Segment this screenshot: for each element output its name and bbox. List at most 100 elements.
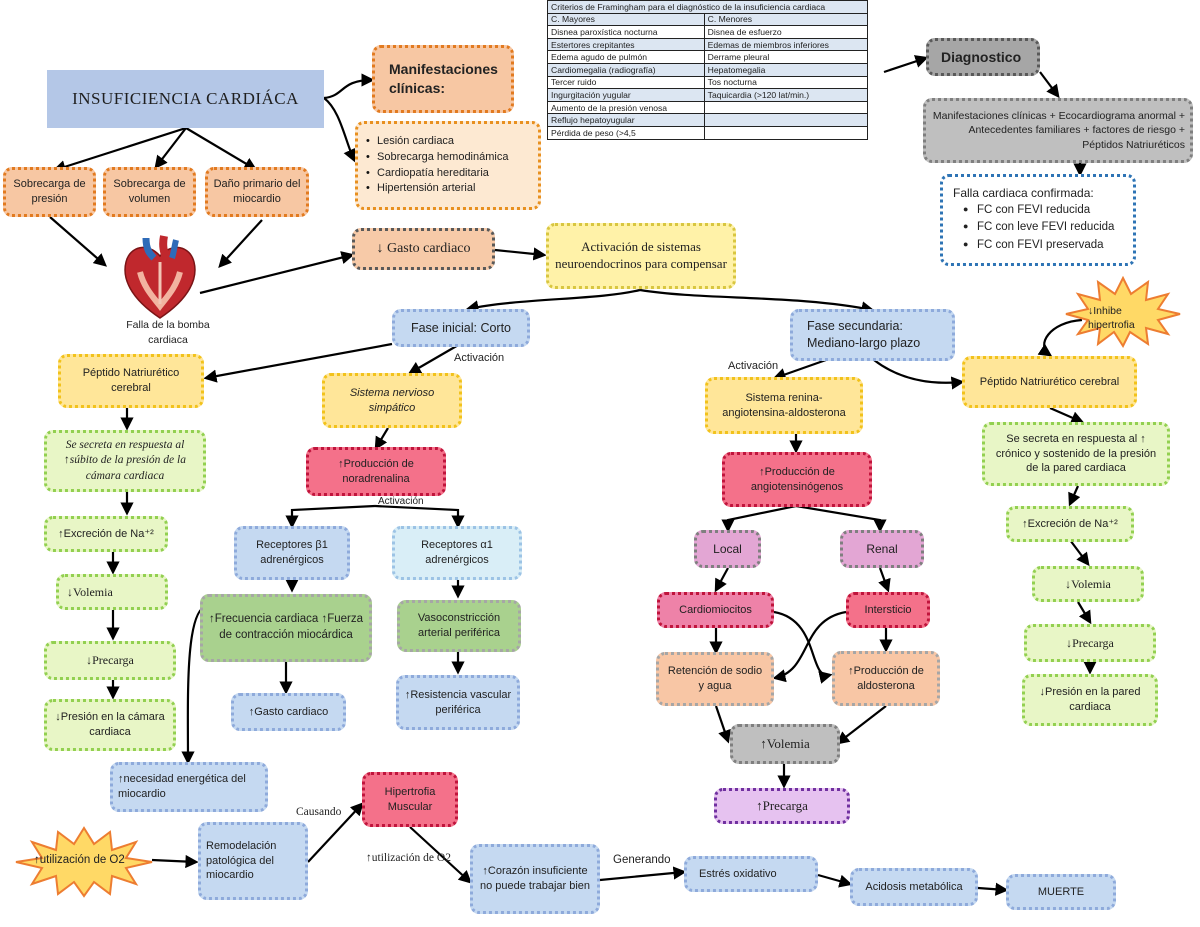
arrow-nora-alfa — [374, 504, 465, 529]
arrow-title-cause1 — [52, 126, 187, 174]
secreta-left: Se secreta en respuesta al ↑súbito de la… — [44, 430, 206, 492]
table-cell: Edemas de miembros inferiores — [703, 37, 869, 52]
table-cell — [703, 100, 869, 115]
manifest-item: Cardiopatía hereditaria — [366, 166, 508, 182]
table-cell: Reflujo hepatoyugular — [547, 113, 705, 127]
utilizacion2-label: ↑utilización de O2 — [366, 852, 451, 864]
excrecion-left: ↑Excreción de Na⁺² — [44, 516, 168, 552]
arrow-cause3-heart — [218, 219, 263, 268]
intersticio-box: Intersticio — [846, 592, 930, 628]
arrow-gasto-activacion — [494, 247, 547, 261]
fase-secundaria-box: Fase secundaria: Mediano-largo plazo — [790, 309, 955, 361]
arrow-estres-acidosis — [817, 873, 853, 888]
arrow-title-lesion — [323, 97, 356, 163]
secreta-right: Se secreta en respuesta al ↑ crónico y s… — [982, 422, 1170, 486]
inhibe-star — [1064, 275, 1182, 349]
activacion-label-snc: Activación — [378, 496, 424, 507]
falla-confirmada-box: Falla cardiaca confirmada: FC con FEVI r… — [940, 174, 1136, 266]
arrow-fram-diag — [883, 55, 929, 74]
confirm-item: FC con FEVI reducida — [963, 202, 1129, 219]
arrow-r2 — [1068, 485, 1081, 507]
renal-box: Renal — [840, 530, 924, 568]
volemia-right: ↓Volemia — [1032, 566, 1144, 602]
arrow-nora-beta — [285, 504, 376, 529]
framingham-table: Criterios de Framingham para el diagnóst… — [547, 0, 869, 140]
precarga-raas-box: ↑Precarga — [714, 788, 850, 824]
table-cell — [703, 113, 869, 127]
raas-box: Sistema renina-angiotensina-aldosterona — [705, 377, 863, 434]
precarga-right: ↓Precarga — [1024, 624, 1156, 662]
table-cell: Tercer ruido — [547, 75, 705, 90]
gasto-cardiaco-box: ↓ Gasto cardiaco — [352, 228, 495, 270]
vasoconstriccion-box: Vasoconstricción arterial periférica — [397, 600, 521, 652]
table-cell: Pérdida de peso (>4,5 — [547, 125, 705, 140]
arrow-fase2-peptidoR — [873, 359, 965, 390]
arrow-diag-criteria — [1039, 71, 1060, 99]
causando-label: Causando — [296, 806, 342, 818]
retencion-box: Retención de sodio y agua — [656, 652, 774, 706]
confirm-item: FC con FEVI preservada — [963, 237, 1129, 254]
arrow-heart-gasto — [199, 251, 355, 295]
table-cell: Disnea de esfuerzo — [703, 25, 869, 39]
manifest-item: Lesión cardiaca — [366, 134, 508, 150]
table-cell: Estertores crepitantes — [547, 37, 705, 52]
arrow-title-cause3 — [185, 127, 258, 171]
angiotensinogeno-box: ↑Producción de angiotensinógenos — [722, 452, 872, 507]
arrow-title-manifest — [323, 73, 375, 100]
table-cell: Derrame pleural — [703, 50, 869, 64]
fase-inicial-box: Fase inicial: Corto — [392, 309, 530, 347]
activacion-label: Activación — [454, 352, 505, 364]
aldosterona-box: ↑Producción de aldosterona — [832, 651, 940, 706]
hipertrofia-box: Hipertrofia Muscular — [362, 772, 458, 827]
presion-right: ↓Presión en la pared cardiaca — [1022, 674, 1158, 726]
diagnostico-criteria: Manifestaciones clínicas + Ecocardiogram… — [923, 98, 1193, 163]
table-cell: Tos nocturna — [703, 75, 869, 90]
volemia-raas-box: ↑Volemia — [730, 724, 840, 764]
arrow-fase2-raas — [772, 358, 827, 381]
confirm-item: FC con leve FEVI reducida — [963, 219, 1129, 236]
peptido-left: Péptido Natriurético cerebral — [58, 354, 204, 408]
activacion-label-raas: Activación — [728, 360, 779, 372]
arrow-activacion-fase1 — [465, 288, 641, 314]
volemia-left: ↓Volemia — [56, 574, 168, 610]
estres-box: Estrés oxidativo — [684, 856, 818, 892]
cardiomiocitos-box: Cardiomiocitos — [657, 592, 774, 628]
arrow-r3 — [1069, 539, 1090, 567]
table-cell: Aumento de la presión venosa — [547, 100, 705, 115]
framingham-caption: Criterios de Framingham para el diagnóst… — [547, 0, 868, 14]
gasto-up-box: ↑Gasto cardiaco — [231, 693, 346, 731]
arrow-r4 — [1077, 601, 1092, 625]
arrow-snc-nora — [374, 427, 389, 451]
arrow-title-cause2 — [154, 127, 187, 170]
acidosis-box: Acidosis metabólica — [850, 868, 978, 906]
arrow-fase1-snc — [407, 343, 461, 375]
cause-myocardial-damage: Daño primario del miocardio — [205, 167, 309, 217]
frecuencia-box: ↑Frecuencia cardiaca ↑Fuerza de contracc… — [200, 594, 372, 662]
arrow-utiliz-remod — [151, 854, 199, 869]
precarga-left: ↓Precarga — [44, 641, 176, 680]
arrow-cardio-aldo — [773, 610, 833, 684]
receptor-alfa-box: Receptores α1 adrenérgicos — [392, 526, 522, 580]
manifest-list: Lesión cardiaca Sobrecarga hemodinámica … — [355, 121, 541, 210]
arrow-angio-renal — [795, 504, 887, 533]
activacion-sistemas-box: Activación de sistemas neuroendocrinos p… — [546, 223, 736, 289]
necesidad-box: ↑necesidad energética del miocardio — [110, 762, 268, 812]
arrow-activacion-fase2 — [639, 288, 875, 315]
table-cell: Cardiomegalia (radiografía) — [547, 62, 705, 77]
page-title: INSUFICIENCIA CARDIÁCA — [47, 70, 324, 128]
arrow-acidosis-muerte — [977, 882, 1009, 896]
confirm-title: Falla cardiaca confirmada: — [953, 186, 1094, 200]
manifest-item: Hipertensión arterial — [366, 181, 508, 197]
col-minor-header: C. Menores — [703, 12, 869, 27]
arrow-corazon-estres — [599, 866, 687, 882]
arrow-renal-inter — [878, 567, 891, 593]
arrow-cause1-heart — [49, 216, 107, 267]
inhibe-label: ↓Inhibe hipertrofia — [1088, 305, 1135, 332]
col-major-header: C. Mayores — [547, 12, 705, 27]
utilizacion-star — [14, 826, 154, 898]
arrow-aldo-volemia — [835, 705, 887, 745]
remodelacion-box: Remodelación patológica del miocardio — [198, 822, 308, 900]
muerte-box: MUERTE — [1006, 874, 1116, 910]
table-cell: Hepatomegalia — [703, 62, 869, 77]
